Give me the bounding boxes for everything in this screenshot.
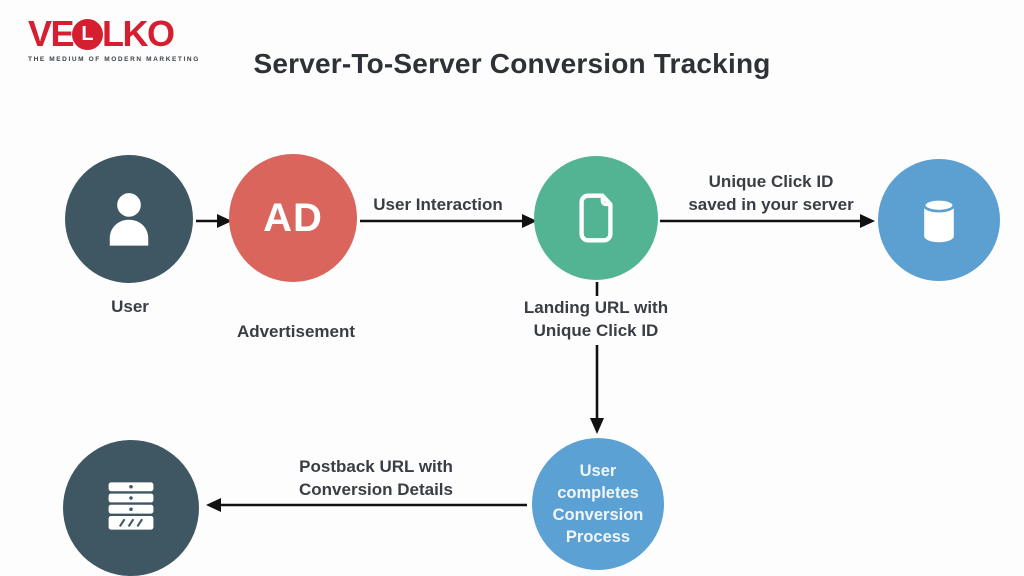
node-advertisement: AD (229, 154, 357, 282)
label-user: User (111, 297, 149, 316)
label-landing-url-line2: Unique Click ID (533, 321, 659, 340)
logo-prefix: VE (28, 13, 75, 54)
document-icon (560, 182, 632, 254)
node-conversion-process: User completes Conversion Process (532, 438, 664, 570)
logo-suffix: LKO (102, 13, 175, 54)
label-advertisement: Advertisement (236, 322, 356, 341)
edge-label-unique-click-id-line2: saved in your server (688, 195, 854, 214)
logo-wordmark: VE L LKO (28, 14, 228, 54)
server-icon (91, 468, 171, 548)
label-landing-url: Landing URL with Unique Click ID (524, 296, 668, 342)
logo-circle-l-icon: L (72, 18, 104, 50)
conversion-text-line3: Conversion (552, 506, 644, 524)
person-icon (92, 182, 166, 256)
conversion-text: User completes Conversion Process (553, 460, 644, 548)
label-landing-url-line1: Landing URL with (523, 298, 669, 317)
logo-tagline: THE MEDIUM OF MODERN MARKETING (28, 56, 200, 63)
edge-label-user-interaction: User Interaction (373, 195, 503, 214)
conversion-text-line2: completes (557, 484, 639, 502)
arrow-user-to-ad (196, 214, 232, 228)
node-database (878, 159, 1000, 281)
edge-label-unique-click-id: Unique Click ID saved in your server (688, 170, 853, 216)
node-user (65, 155, 193, 283)
database-icon (902, 183, 976, 257)
node-landing-url (534, 156, 658, 280)
edge-label-postback-line2: Conversion Details (299, 480, 453, 499)
node-server (63, 440, 199, 576)
page-title: Server-To-Server Conversion Tracking (253, 48, 771, 79)
logo: VE L LKO THE MEDIUM OF MODERN MARKETING (28, 14, 228, 64)
edge-label-unique-click-id-line1: Unique Click ID (708, 172, 834, 191)
edge-label-postback-line1: Postback URL with (299, 457, 453, 476)
arrow-landing-to-db (660, 214, 875, 228)
logo-circle-letter: L (81, 23, 94, 45)
ad-text: AD (263, 195, 323, 240)
edge-label-postback: Postback URL with Conversion Details (299, 455, 453, 501)
arrow-ad-to-landing (360, 214, 537, 228)
conversion-text-line1: User (579, 462, 617, 480)
conversion-text-line4: Process (565, 528, 631, 546)
